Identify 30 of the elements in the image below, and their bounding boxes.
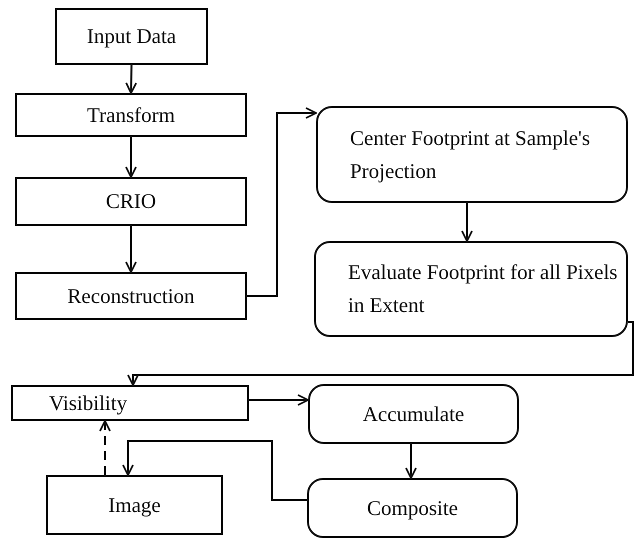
node-label: Image: [107, 492, 162, 519]
node-label: Accumulate: [362, 400, 466, 428]
process-box: [15, 177, 247, 226]
node-label: Composite: [366, 494, 459, 522]
rounded-process-box: [316, 106, 628, 203]
arrow: [125, 137, 137, 178]
node-label: Transform: [86, 102, 176, 129]
node-label: Center Footprint at Sample's Projection: [349, 124, 592, 184]
arrow: [125, 64, 138, 94]
arrow: [127, 321, 634, 386]
process-box: [11, 385, 249, 421]
arrow: [461, 203, 473, 242]
arrow: [122, 440, 307, 501]
arrow: [405, 444, 417, 479]
process-box: [15, 272, 247, 320]
node-label: CRIO: [104, 188, 158, 216]
node-label: Reconstruction: [66, 282, 196, 310]
node-label: Input Data: [86, 23, 178, 50]
arrow: [125, 226, 137, 273]
rounded-process-box: [307, 478, 518, 538]
node-label: Visibility: [48, 390, 128, 417]
dashed-arrow: [99, 420, 111, 475]
node-label: Evaluate Footprint for all Pixels in Extent: [347, 259, 618, 319]
arrow: [247, 107, 317, 297]
arrow: [249, 394, 309, 406]
process-box: [46, 475, 223, 535]
process-box: [55, 8, 208, 65]
rounded-process-box: [314, 241, 628, 337]
rounded-process-box: [308, 384, 519, 444]
process-box: [15, 93, 247, 137]
